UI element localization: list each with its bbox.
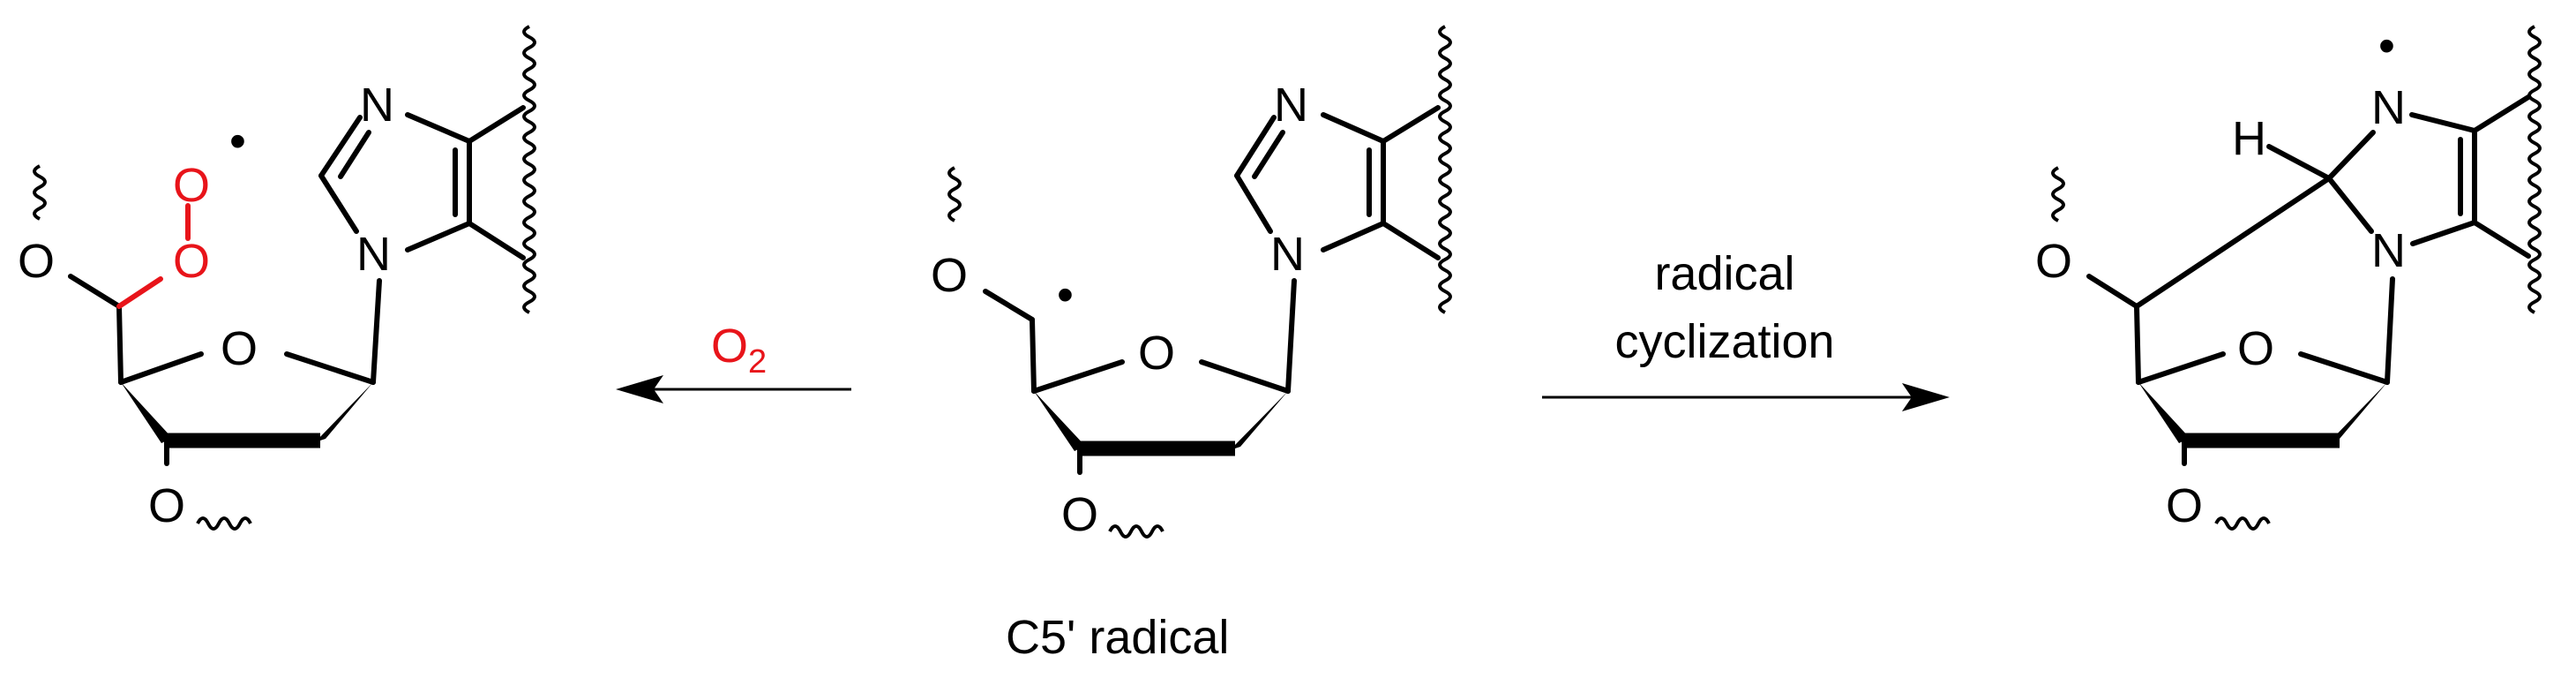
cyclization-arrow: radical cyclization [1542, 247, 1950, 411]
cyclized-product: O O O H N • N [2035, 19, 2542, 532]
atom-o-c5: O [931, 249, 968, 302]
atom-o-ring: O [2237, 322, 2274, 375]
atom-o-c3: O [2166, 479, 2203, 532]
atom-h-c8: H [2232, 112, 2266, 165]
caption-c5-radical: C5' radical [1006, 611, 1229, 664]
arrow-label-line1: radical [1654, 247, 1794, 300]
atom-o-ring: O [221, 322, 258, 375]
atom-n-imidazole-top: N [360, 79, 394, 132]
atom-o-c5-ether: O [18, 235, 55, 288]
atom-o-ring: O [1138, 327, 1175, 380]
oxygen-arrow: O2 [616, 320, 851, 403]
atom-n-imidazole-top: N [2371, 81, 2406, 134]
atom-o-peroxy-inner: O [173, 235, 210, 288]
atom-n-imidazole-bottom: N [2371, 224, 2406, 277]
atom-n-imidazole-bottom: N [1270, 228, 1305, 281]
radical-dot-c5: • [1057, 268, 1074, 321]
atom-n-imidazole-bottom: N [356, 228, 391, 281]
reagent-o2: O2 [711, 320, 767, 380]
radical-dot-nitrogen: • [2378, 19, 2395, 72]
atom-o-c3: O [1061, 488, 1098, 541]
atom-o-c3: O [148, 479, 185, 532]
radical-dot-peroxyl: • [229, 115, 246, 168]
atom-o-peroxy-outer: O [173, 159, 210, 212]
arrow-label-line2: cyclization [1614, 315, 1834, 368]
peroxyl-product: O O O • O O N N [18, 25, 536, 532]
atom-n-imidazole-top: N [1274, 79, 1308, 132]
c5-radical-structure: O • O O N N C5' radical [931, 25, 1452, 664]
atom-o-c5: O [2035, 235, 2072, 288]
